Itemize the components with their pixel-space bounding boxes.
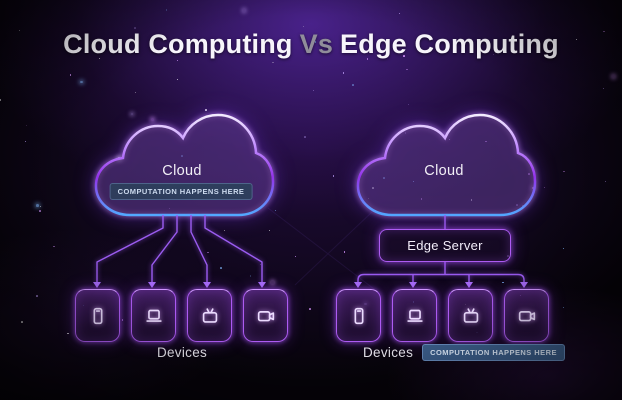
right-devices-label: Devices: [363, 345, 414, 360]
left-cloud-label: Cloud: [162, 163, 202, 179]
edge-server-box: Edge Server: [379, 229, 511, 262]
cloud-to-devices-lines: [96, 215, 263, 283]
title-part-edge: Edge Computing: [340, 29, 559, 59]
right-arrowheads: [354, 282, 528, 288]
right-cloud-label: Cloud: [424, 163, 464, 179]
edge-server-label: Edge Server: [407, 238, 483, 253]
device-card-tv: [187, 289, 232, 342]
right-devices-label-group: Devices COMPUTATION HAPPENS HERE: [363, 344, 565, 361]
laptop-icon: [145, 309, 162, 322]
tv-icon: [202, 307, 217, 323]
device-card-video-camera: [504, 289, 549, 342]
device-card-laptop: [392, 289, 437, 342]
device-card-smartphone: [75, 289, 120, 342]
smartphone-icon: [354, 307, 363, 324]
title-separator: Vs: [299, 29, 334, 59]
device-card-tv: [448, 289, 493, 342]
left-devices-row: [75, 289, 288, 342]
background-streaks: [267, 207, 379, 293]
smartphone-icon: [93, 307, 102, 324]
tv-icon: [463, 307, 478, 323]
video-camera-icon: [518, 310, 535, 321]
computation-badge-right: COMPUTATION HAPPENS HERE: [422, 344, 565, 361]
right-devices-row: [336, 289, 549, 342]
device-card-smartphone: [336, 289, 381, 342]
left-arrowheads: [93, 282, 266, 288]
computation-badge-left: COMPUTATION HAPPENS HERE: [109, 183, 253, 200]
laptop-icon: [406, 309, 423, 322]
video-camera-icon: [257, 310, 274, 321]
device-card-laptop: [131, 289, 176, 342]
left-devices-label: Devices: [156, 345, 208, 360]
device-card-video-camera: [243, 289, 288, 342]
title-part-cloud: Cloud Computing: [63, 29, 293, 59]
